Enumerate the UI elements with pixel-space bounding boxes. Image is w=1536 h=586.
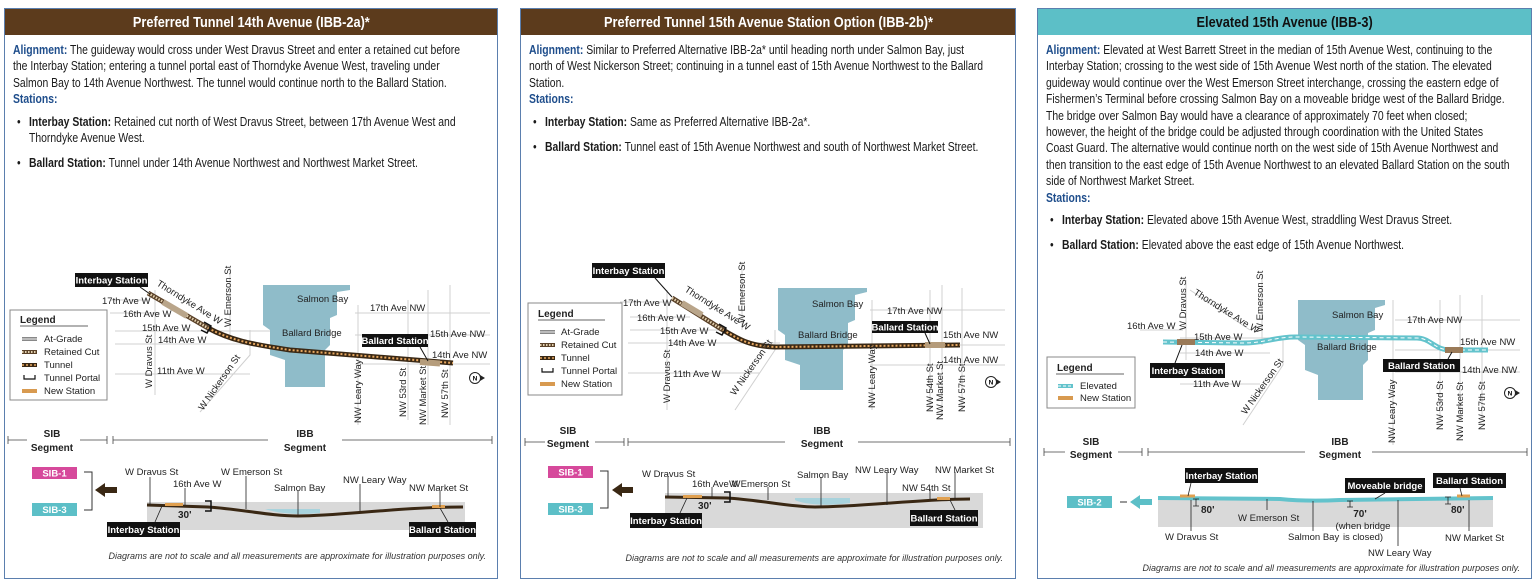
card-description: Alignment: Similar to Preferred Alternat…	[529, 42, 989, 164]
alignment-label: Alignment:	[529, 42, 584, 57]
alignment-text: Elevated at West Barrett Street in the m…	[1046, 42, 1510, 189]
station-item: Interbay Station: Retained cut north of …	[17, 113, 469, 147]
station-name: Ballard Station:	[545, 139, 622, 155]
alignment-label: Alignment:	[1046, 42, 1101, 57]
card-header: Elevated 15th Avenue (IBB-3)	[1038, 9, 1531, 35]
alternative-card-ibb-2a: Preferred Tunnel 14th Avenue (IBB-2a)* A…	[4, 8, 498, 579]
station-desc: Same as Preferred Alternative IBB-2a*.	[627, 113, 811, 129]
card-title: Preferred Tunnel 15th Avenue Station Opt…	[603, 13, 933, 31]
station-desc: Elevated above 15th Avenue West, straddl…	[1144, 212, 1453, 228]
station-item: Interbay Station: Elevated above 15th Av…	[1050, 212, 1512, 229]
card-title: Preferred Tunnel 14th Avenue (IBB-2a)*	[132, 13, 370, 31]
station-desc: Elevated above the east edge of 15th Ave…	[1138, 237, 1405, 253]
station-item: Interbay Station: Same as Preferred Alte…	[533, 113, 989, 131]
station-name: Ballard Station:	[29, 155, 106, 171]
station-desc: Retained cut north of West Dravus Street…	[29, 113, 456, 146]
stations-heading: Stations:	[1046, 189, 1091, 205]
stations-list: Interbay Station: Elevated above 15th Av…	[1046, 212, 1512, 254]
station-desc: Tunnel under 14th Avenue Northwest and N…	[105, 155, 418, 171]
station-item: Ballard Station: Elevated above the east…	[1050, 237, 1512, 254]
station-name: Interbay Station:	[1062, 212, 1145, 228]
stations-heading: Stations:	[529, 91, 574, 107]
card-title: Elevated 15th Avenue (IBB-3)	[1196, 13, 1373, 31]
alignment-text: Similar to Preferred Alternative IBB-2a*…	[529, 42, 984, 90]
station-name: Interbay Station:	[29, 113, 112, 129]
station-name: Interbay Station:	[545, 113, 628, 129]
station-desc: Tunnel east of 15th Avenue Northwest and…	[621, 139, 979, 155]
stations-list: Interbay Station: Retained cut north of …	[13, 113, 469, 173]
card-description: Alignment: Elevated at West Barrett Stre…	[1046, 42, 1512, 263]
stations-list: Interbay Station: Same as Preferred Alte…	[529, 114, 989, 156]
station-item: Ballard Station: Tunnel east of 15th Ave…	[533, 139, 989, 156]
station-name: Ballard Station:	[1062, 237, 1139, 253]
alignment-text: The guideway would cross under West Drav…	[13, 42, 461, 90]
card-header: Preferred Tunnel 14th Avenue (IBB-2a)*	[5, 9, 497, 35]
card-description: Alignment: The guideway would cross unde…	[13, 42, 469, 181]
stations-heading: Stations:	[13, 91, 58, 107]
station-item: Ballard Station: Tunnel under 14th Avenu…	[17, 155, 469, 172]
card-header: Preferred Tunnel 15th Avenue Station Opt…	[521, 9, 1015, 35]
alignment-label: Alignment:	[13, 42, 68, 57]
alternative-card-ibb-2b: Preferred Tunnel 15th Avenue Station Opt…	[520, 8, 1016, 579]
alternative-card-ibb-3: Elevated 15th Avenue (IBB-3) Alignment: …	[1037, 8, 1532, 579]
